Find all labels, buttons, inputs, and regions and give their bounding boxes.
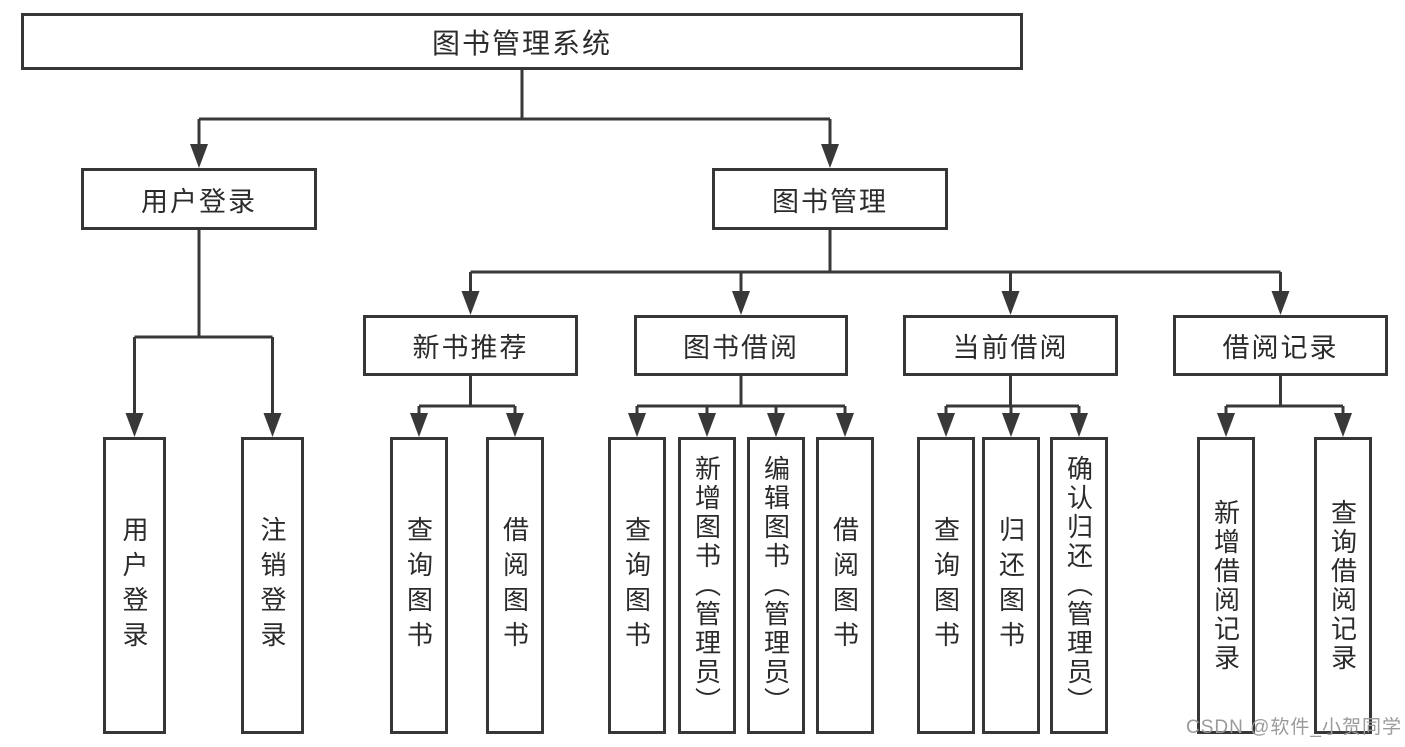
arrowhead-leaf-query-books-1 — [410, 413, 428, 437]
connector-records-to-leaves — [1224, 376, 1345, 415]
node-book-management: 图书管理 — [712, 168, 948, 230]
arrowhead-leaf-add-books — [698, 413, 716, 437]
leaf-logout: 注销登录 — [241, 437, 304, 734]
node-library-management-system: 图书管理系统 — [21, 13, 1023, 70]
arrowhead-current-borrowing — [1001, 291, 1020, 315]
leaf-edit-books-admin: 编辑图书（管理员） — [747, 437, 805, 734]
node-current-borrowing: 当前借阅 — [903, 315, 1118, 376]
arrowhead-leaf-query-books-2 — [628, 413, 646, 437]
connector-userlogin-to-leaves — [133, 230, 274, 415]
arrowhead-leaf-add-record — [1217, 413, 1235, 437]
leaf-add-borrow-record: 新增借阅记录 — [1197, 437, 1255, 734]
connector-recommend-to-leaves — [417, 376, 517, 415]
arrowhead-leaf-borrow-books-1 — [506, 413, 524, 437]
arrowhead-leaf-query-books-3 — [937, 413, 955, 437]
leaf-borrow-books-1: 借阅图书 — [486, 437, 544, 734]
leaf-query-books-1: 查询图书 — [390, 437, 448, 734]
leaf-borrow-books-2: 借阅图书 — [816, 437, 874, 734]
arrowhead-leaf-edit-books — [767, 413, 785, 437]
node-user-login: 用户登录 — [81, 168, 317, 230]
leaf-add-books-admin: 新增图书（管理员） — [678, 437, 736, 734]
arrowhead-borrowing-records — [1271, 291, 1290, 315]
node-book-borrowing: 图书借阅 — [634, 315, 848, 376]
leaf-confirm-return-admin: 确认归还（管理员） — [1050, 437, 1108, 734]
leaf-return-books: 归还图书 — [982, 437, 1040, 734]
arrowhead-leaf-borrow-books-2 — [836, 413, 854, 437]
connector-bookmgmt-to-level2 — [469, 230, 1282, 293]
arrowhead-user-login — [190, 144, 208, 168]
leaf-query-books-3: 查询图书 — [917, 437, 975, 734]
arrowhead-new-book-recommendation — [461, 291, 480, 315]
leaf-user-login: 用户登录 — [103, 437, 166, 734]
connector-root-to-level1 — [197, 70, 832, 146]
leaf-query-books-2: 查询图书 — [608, 437, 666, 734]
connector-current-to-leaves — [944, 376, 1081, 415]
leaf-query-borrow-record: 查询借阅记录 — [1314, 437, 1372, 734]
node-new-book-recommendation: 新书推荐 — [363, 315, 578, 376]
connector-borrowing-to-leaves — [635, 376, 847, 415]
node-borrowing-records: 借阅记录 — [1173, 315, 1388, 376]
arrowhead-book-management — [821, 144, 839, 168]
arrowhead-leaf-logout — [263, 413, 282, 437]
arrowhead-book-borrowing — [732, 291, 750, 315]
arrowhead-leaf-confirm-return — [1070, 413, 1088, 437]
arrowhead-leaf-user-login — [125, 413, 144, 437]
watermark-csdn: CSDN @软件_小贺同学 — [1186, 717, 1402, 738]
arrowhead-leaf-return-books — [1002, 413, 1020, 437]
arrowhead-leaf-query-record — [1334, 413, 1352, 437]
